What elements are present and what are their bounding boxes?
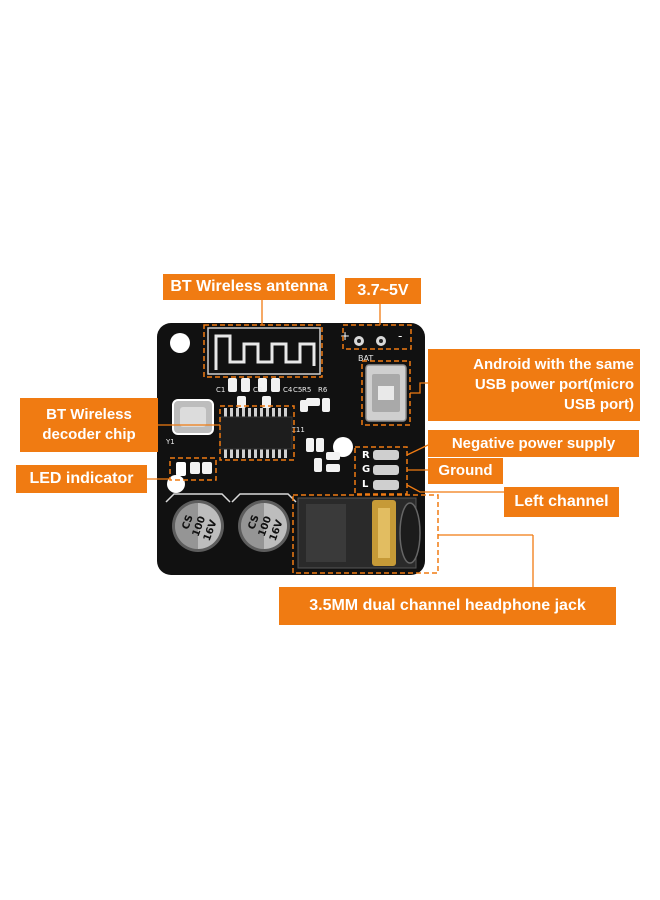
callout-decoder-chip: BT Wireless decoder chip — [20, 398, 158, 452]
silk-plus: + — [340, 329, 350, 343]
micro-usb-port — [365, 364, 407, 422]
led — [176, 462, 186, 476]
crystal-oscillator — [172, 399, 214, 435]
silk-minus: - — [398, 329, 402, 343]
audio-output-pads — [373, 450, 399, 490]
capacitor: CS 100 16V — [172, 500, 224, 552]
headphone-jack — [297, 497, 421, 569]
silk-c4: C4 — [283, 386, 293, 394]
silk-c3: C3 — [253, 386, 262, 394]
silk-y1: Y1 — [165, 438, 175, 446]
antenna-trace — [207, 327, 321, 375]
smd-components — [190, 378, 340, 474]
callout-voltage: 3.7~5V — [345, 278, 421, 304]
silk-c11: C11 — [291, 426, 305, 434]
mounting-hole — [170, 333, 190, 353]
cap-brand: CS — [180, 514, 195, 532]
callout-negative-power: Negative power supply — [428, 430, 639, 457]
silk-c1: C1 — [216, 386, 225, 394]
callout-bt-antenna: BT Wireless antenna — [163, 274, 335, 300]
silk-g: G — [362, 464, 370, 475]
callout-ground: Ground — [428, 458, 503, 484]
silk-bat: BAT — [358, 354, 373, 363]
silk-r5: R5 — [302, 386, 311, 394]
leader-lines — [147, 299, 534, 587]
silk-l: L — [362, 479, 369, 490]
capacitor: CS 100 16V — [238, 500, 290, 552]
callout-led-indicator: LED indicator — [16, 465, 147, 493]
silk-c5: C5 — [293, 386, 302, 394]
callout-usb-power-port: Android with the same USB power port(mic… — [428, 349, 640, 421]
callout-headphone-jack: 3.5MM dual channel headphone jack — [279, 587, 616, 625]
decoder-chip — [219, 408, 293, 458]
silk-r: R — [362, 450, 370, 461]
cap-brand: CS — [246, 514, 261, 532]
battery-pads — [354, 336, 386, 346]
callout-left-channel: Left channel — [504, 487, 619, 517]
highlight-boxes — [169, 324, 439, 574]
silk-r6: R6 — [318, 386, 328, 394]
